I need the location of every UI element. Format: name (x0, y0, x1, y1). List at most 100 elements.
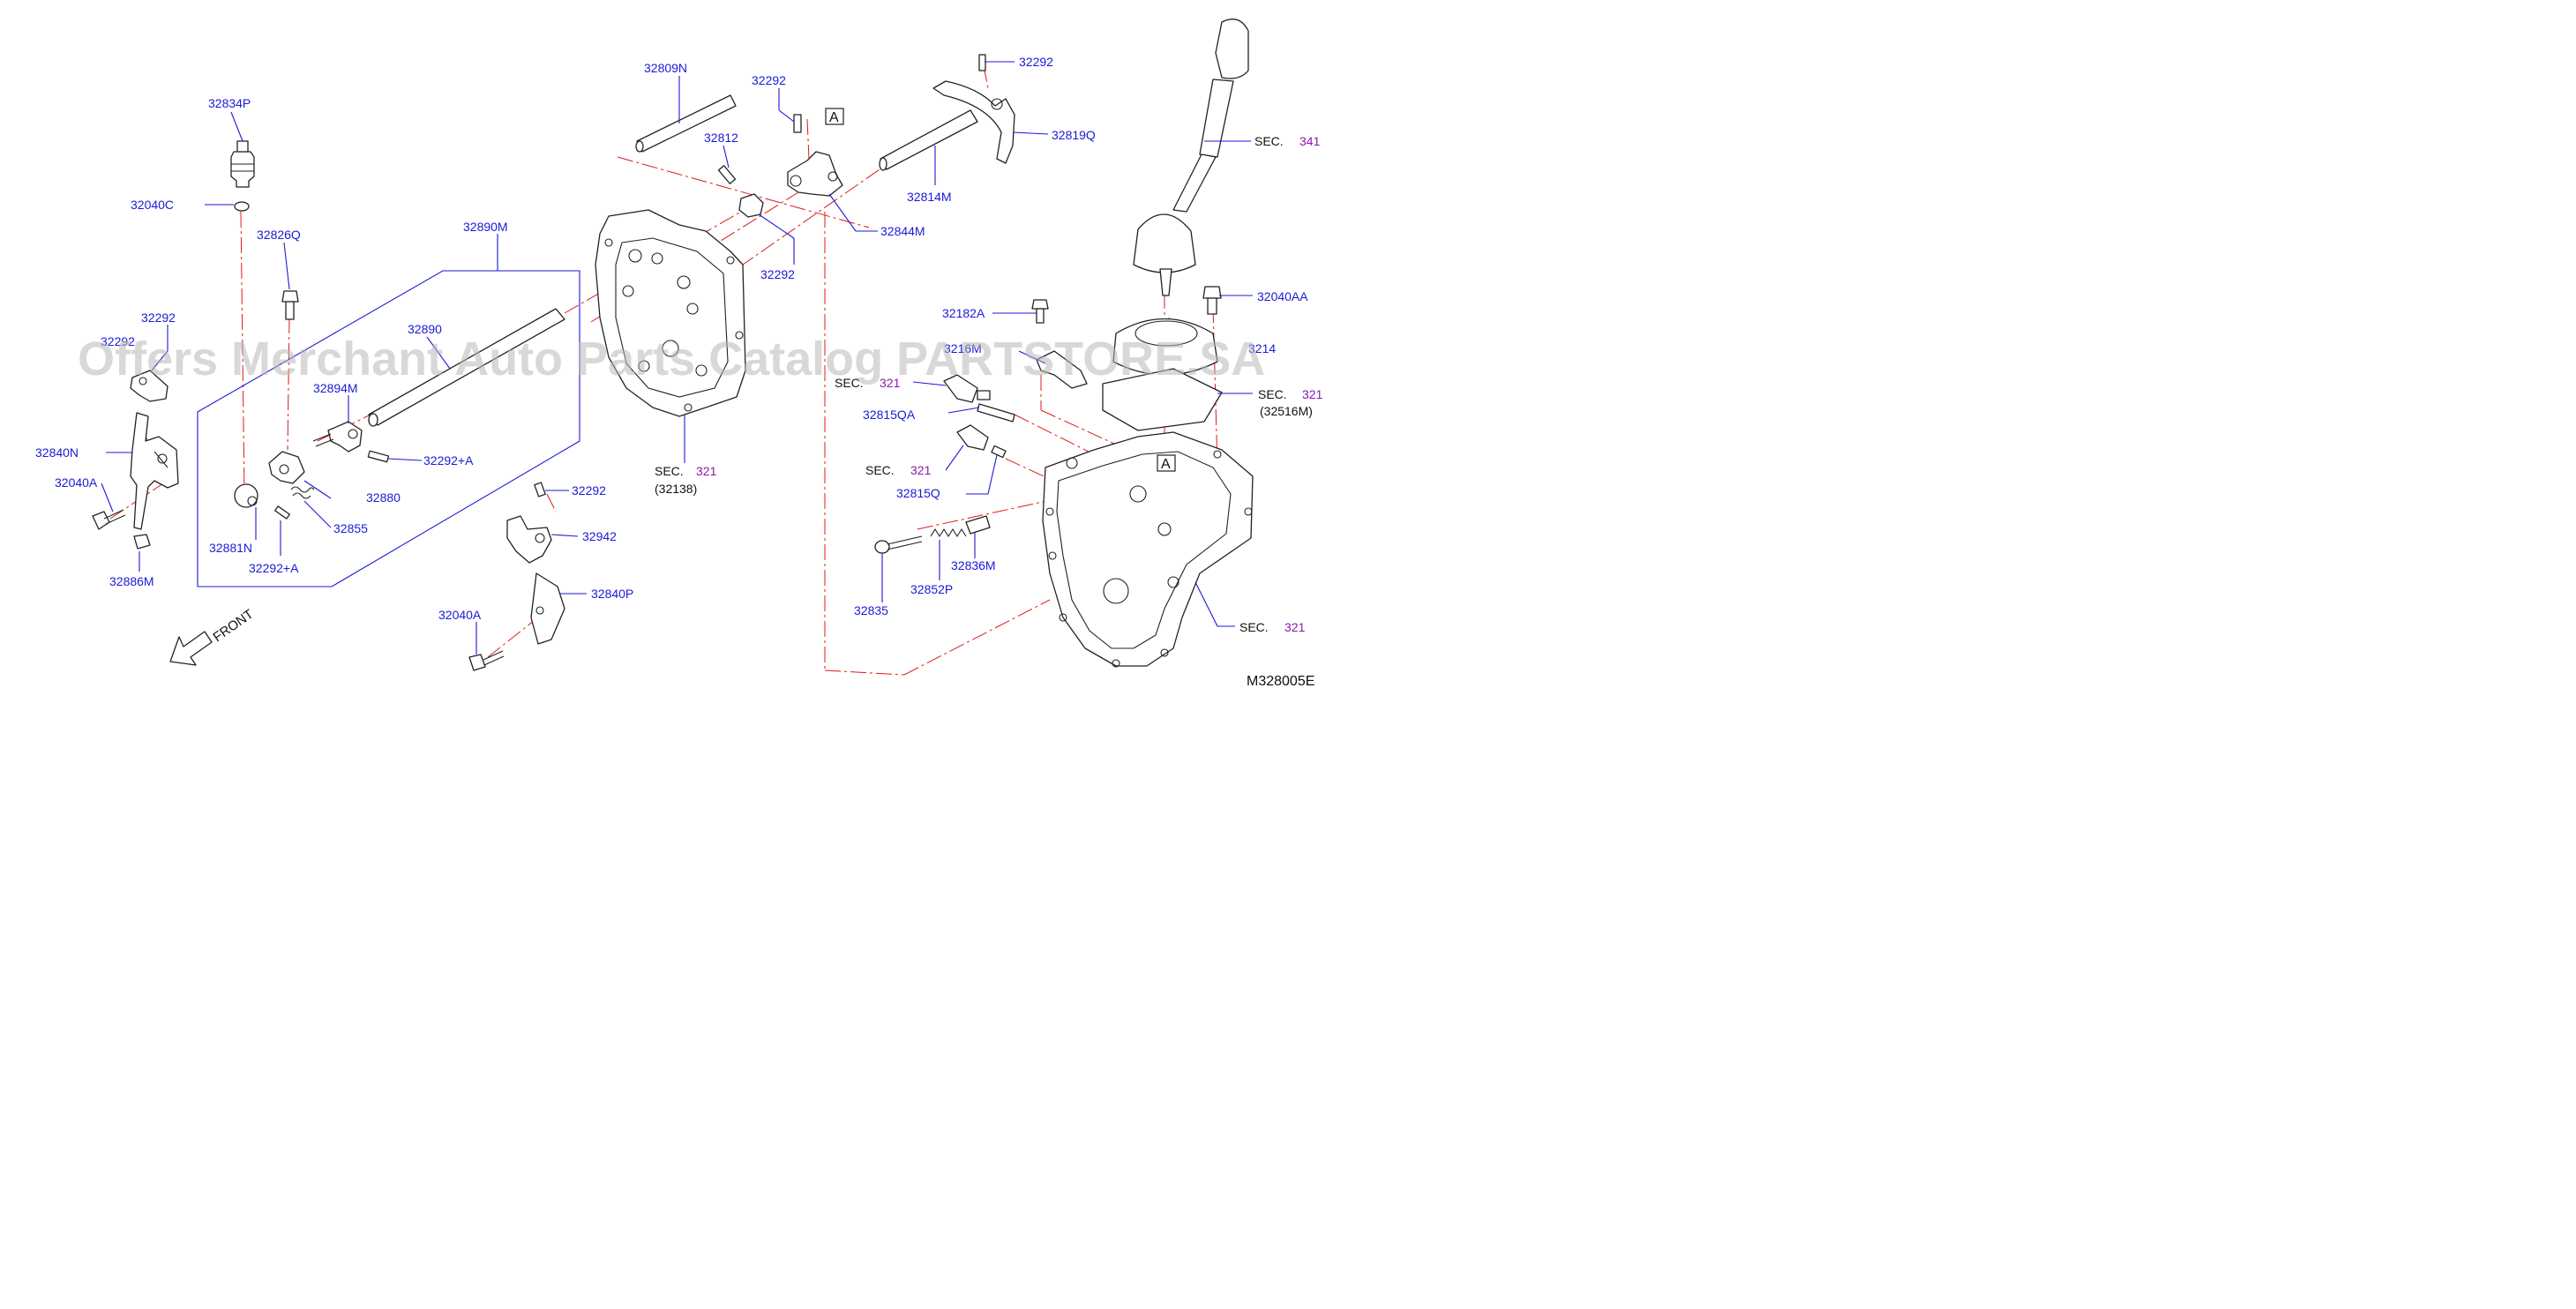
diagram-code: M328005E (1247, 674, 1314, 689)
label-32292-left[interactable]: 32292 (141, 310, 176, 325)
sec-341[interactable]: SEC. 341 (1254, 134, 1321, 148)
sec-321-case-sub: (32138) (655, 482, 697, 496)
label-32852P[interactable]: 32852P (910, 582, 953, 596)
bolt-32040A-left (92, 509, 126, 530)
label-32880[interactable]: 32880 (366, 490, 401, 505)
label-3216M[interactable]: 3216M (944, 341, 982, 355)
bolt-32826Q (281, 290, 299, 320)
pin-top (793, 114, 802, 133)
label-32292A-mid[interactable]: 32292+A (423, 453, 474, 468)
pin-fork (978, 54, 986, 71)
bracket-32880 (268, 451, 305, 484)
label-32809N[interactable]: 32809N (644, 61, 687, 75)
switch-upper (943, 374, 991, 403)
section-references: SEC. 341 SEC. 321 (32138) SEC. 321 SEC. … (655, 134, 1323, 634)
watermark: Offers Merchant Auto Parts Catalog PARTS… (78, 333, 1265, 385)
label-32834P[interactable]: 32834P (208, 96, 251, 110)
pin-32292-lower (534, 482, 546, 497)
spring-32852P (930, 527, 967, 538)
label-32835[interactable]: 32835 (854, 603, 888, 617)
reference-a-top: A (825, 108, 844, 125)
label-32890[interactable]: 32890 (408, 322, 442, 336)
label-32819Q[interactable]: 32819Q (1052, 128, 1096, 142)
label-32894M[interactable]: 32894M (313, 381, 358, 395)
label-32886M[interactable]: 32886M (109, 574, 154, 588)
label-32836M[interactable]: 32836M (951, 558, 996, 572)
transmission-case-321 (1042, 431, 1254, 668)
label-32844M[interactable]: 32844M (880, 224, 925, 238)
label-32292-pin[interactable]: 32292 (572, 483, 606, 497)
label-32815Q[interactable]: 32815Q (896, 486, 940, 500)
part-labels: 32834P 32040C 32826Q 32890M 32890 32894M… (35, 55, 1308, 622)
sec-321-switch1[interactable]: SEC. 321 (835, 376, 901, 390)
label-32182A[interactable]: 32182A (942, 306, 985, 320)
label-32942[interactable]: 32942 (582, 529, 617, 543)
piece-32815Q (991, 445, 1007, 459)
label-32040C[interactable]: 32040C (131, 198, 174, 212)
label-32292-top[interactable]: 32292 (752, 73, 786, 87)
label-32826Q[interactable]: 32826Q (257, 228, 301, 242)
label-32840N[interactable]: 32840N (35, 445, 79, 460)
plug-32834P (230, 140, 255, 188)
sec-321-gasket-prefix: SEC. (1258, 387, 1287, 401)
label-32292-left-2[interactable]: 32292 (101, 334, 135, 348)
sec-321-case[interactable]: SEC. 321 (32138) (655, 464, 717, 496)
label-32881N[interactable]: 32881N (209, 541, 252, 555)
label-32040A-left[interactable]: 32040A (55, 475, 98, 490)
ring-32881N (234, 483, 258, 508)
sec-321-switch2[interactable]: SEC. 321 (865, 463, 932, 477)
gasket-32516M (1102, 368, 1223, 431)
sec-321-trans-prefix: SEC. (1239, 620, 1269, 634)
reference-a-bottom: A (1157, 454, 1176, 472)
pin-mid (367, 450, 390, 463)
label-32814M[interactable]: 32814M (907, 190, 952, 204)
plunger-32835 (874, 535, 923, 554)
sec-321-trans[interactable]: SEC. 321 (1239, 620, 1306, 634)
bracket-32942 (506, 515, 552, 564)
boot-3214 (1112, 318, 1218, 376)
lever-32840N (130, 412, 179, 530)
shaft-32809N (635, 94, 737, 153)
sec-341-prefix: SEC. (1254, 134, 1284, 148)
block-32886M (133, 534, 151, 550)
sec-321-switch1-prefix: SEC. (835, 376, 864, 390)
sec-321-trans-number: 321 (1284, 620, 1306, 634)
case-32138 (595, 209, 746, 417)
pin-32812 (717, 165, 737, 184)
parts-diagram: A A 32834P 32040C 32826Q 32890M 32890 32… (35, 19, 1323, 689)
lever-32840P (530, 572, 565, 645)
ref-a-bottom-text: A (1161, 457, 1171, 472)
pin-lower (274, 505, 290, 520)
sec-321-case-prefix: SEC. (655, 464, 684, 478)
sec-321-switch2-number: 321 (910, 463, 932, 477)
label-32815QA[interactable]: 32815QA (863, 408, 916, 422)
rod-32815QA (977, 403, 1015, 423)
sec-321-switch2-prefix: SEC. (865, 463, 895, 477)
label-32040AA[interactable]: 32040AA (1257, 289, 1308, 303)
shaft-32890 (368, 308, 565, 427)
bolt-32040AA (1202, 286, 1222, 315)
sec-341-number: 341 (1299, 134, 1321, 148)
label-32890M[interactable]: 32890M (463, 220, 508, 234)
plug-32836M (965, 515, 991, 535)
switch-lower (956, 424, 989, 451)
oring-32040C (234, 201, 250, 212)
sec-321-gasket-sub: (32516M) (1260, 404, 1313, 418)
lever-32844M (787, 151, 843, 197)
shaft-32814M (879, 109, 978, 171)
leader-lines (101, 61, 1253, 654)
label-32040A-bottom[interactable]: 32040A (438, 608, 482, 622)
label-32855[interactable]: 32855 (333, 521, 368, 535)
label-32840P[interactable]: 32840P (591, 587, 633, 601)
bolt-32040A-bottom (468, 650, 505, 671)
spring-32855 (290, 486, 315, 499)
part-shapes (92, 19, 1254, 671)
label-32292-nut[interactable]: 32292 (760, 267, 795, 281)
label-32292A-lower[interactable]: 32292+A (249, 561, 299, 575)
sec-321-gasket[interactable]: SEC. 321 (32516M) (1258, 387, 1323, 418)
label-3214[interactable]: 3214 (1248, 341, 1276, 355)
label-32292-fork[interactable]: 32292 (1019, 55, 1053, 69)
fork-32819Q (932, 80, 1015, 164)
bolt-32182A (1031, 299, 1049, 324)
label-32812[interactable]: 32812 (704, 131, 738, 145)
